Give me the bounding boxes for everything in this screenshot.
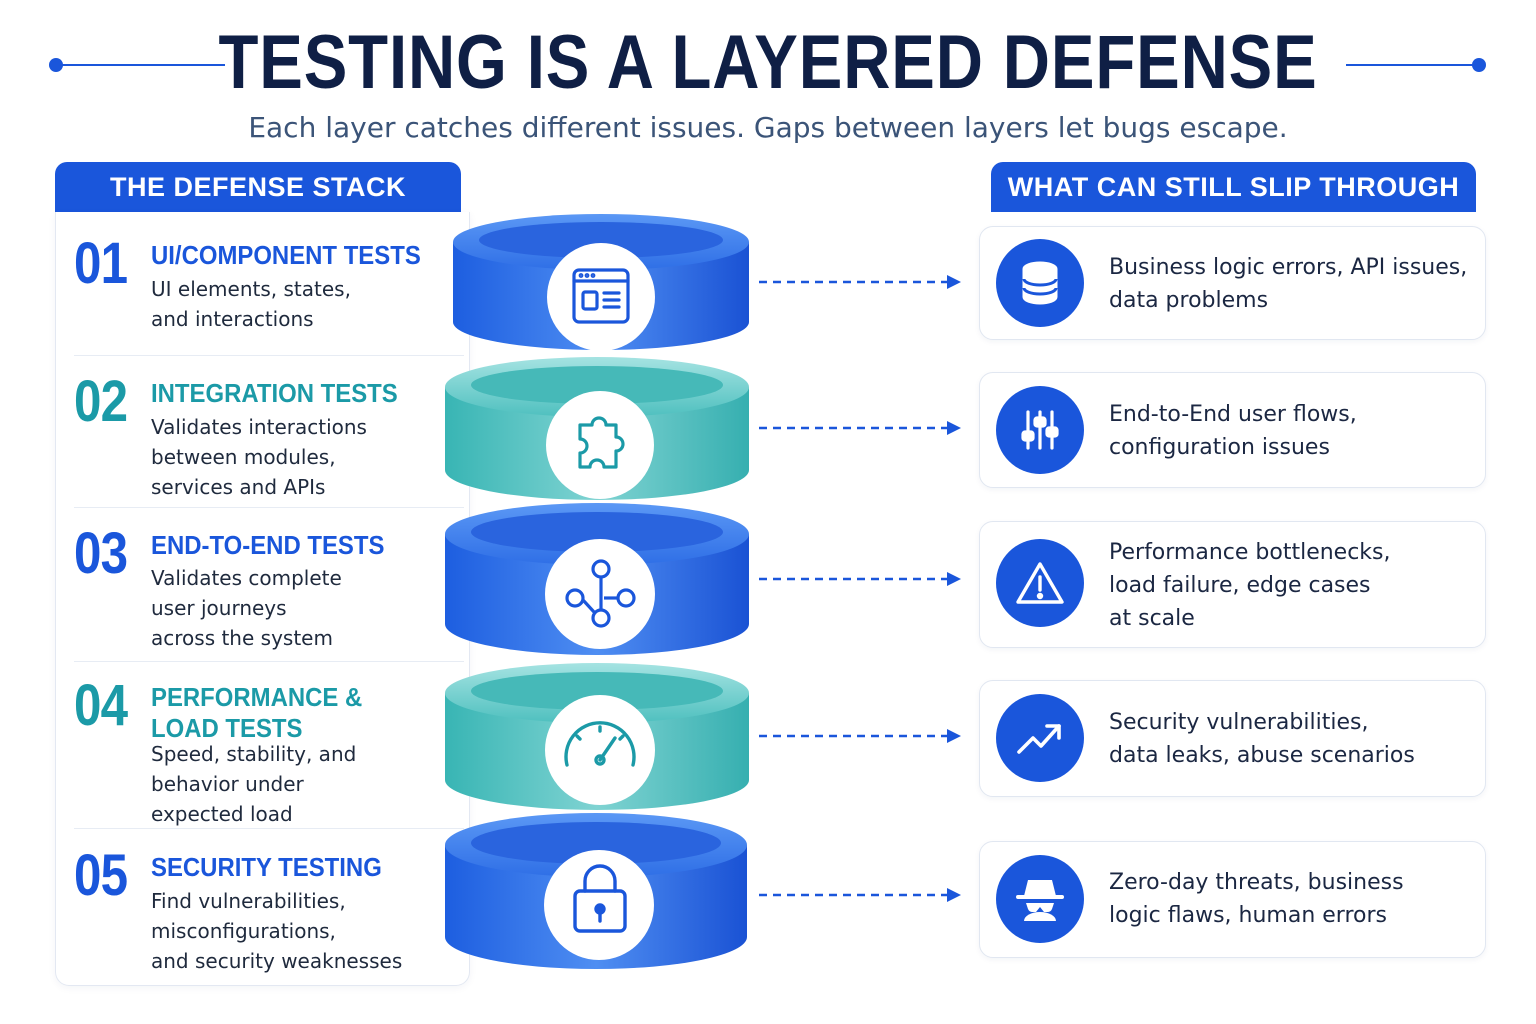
database-icon: [996, 239, 1084, 327]
layer-title: INTEGRATION TESTS: [151, 378, 398, 408]
trending-up-icon: [996, 694, 1084, 782]
cylinder-layer-02: [445, 357, 749, 500]
slip-card-04: Security vulnerabilities, data leaks, ab…: [979, 680, 1486, 797]
incognito-spy-icon: [996, 855, 1084, 943]
title-rule-right: [1346, 58, 1486, 72]
puzzle-piece-icon: [578, 416, 625, 469]
layer-title: PERFORMANCE & LOAD TESTS: [151, 682, 363, 743]
layer-title: UI/COMPONENT TESTS: [151, 240, 421, 270]
layer-description: Speed, stability, and behavior under exp…: [151, 742, 357, 826]
slip-card-05: Zero-day threats, business logic flaws, …: [979, 841, 1486, 958]
layer-number: 05: [74, 843, 128, 908]
warning-triangle-icon: [996, 539, 1084, 627]
cylinder-layer-04: [445, 663, 749, 810]
slip-card-text: Performance bottlenecks, load failure, e…: [1109, 540, 1391, 631]
layer-number: 03: [74, 521, 128, 586]
slip-card-03: Performance bottlenecks, load failure, e…: [979, 521, 1486, 648]
padlock-icon: [573, 864, 627, 933]
slip-card-02: End-to-End user flows, configuration iss…: [979, 372, 1486, 488]
layer-title: END-TO-END TESTS: [151, 530, 385, 560]
dashed-arrow-04: [759, 729, 961, 743]
layer-row-01: 01 UI/COMPONENT TESTS UI elements, state…: [74, 234, 464, 356]
slip-card-text: Security vulnerabilities, data leaks, ab…: [1109, 710, 1415, 768]
slip-through-header: WHAT CAN STILL SLIP THROUGH: [991, 162, 1476, 212]
speedometer-icon: [564, 721, 636, 767]
layer-row-05: 05 SECURITY TESTING Find vulnerabilities…: [74, 846, 464, 976]
slip-card-text: Zero-day threats, business logic flaws, …: [1109, 870, 1404, 928]
layer-description: Find vulnerabilities, misconfigurations,…: [151, 889, 403, 973]
defense-stack-header: THE DEFENSE STACK: [55, 162, 461, 212]
sliders-icon: [996, 386, 1084, 474]
dashed-arrow-05: [759, 888, 961, 902]
title-rule-left: [49, 58, 225, 72]
layer-number: 04: [74, 673, 128, 738]
layer-number: 01: [74, 231, 128, 296]
layer-row-03: 03 END-TO-END TESTS Validates complete u…: [74, 524, 464, 662]
slip-through-heading: WHAT CAN STILL SLIP THROUGH: [1007, 171, 1460, 202]
layer-title: SECURITY TESTING: [151, 852, 382, 882]
slip-card-text: Business logic errors, API issues, data …: [1109, 255, 1468, 313]
layer-description: Validates complete user journeys across …: [151, 566, 342, 650]
dashed-arrow-02: [759, 421, 961, 435]
dashed-arrow-01: [759, 275, 961, 289]
browser-window-icon: [572, 268, 630, 324]
layer-row-02: 02 INTEGRATION TESTS Validates interacti…: [74, 372, 464, 508]
cylinder-layer-05: [445, 813, 747, 969]
slip-card-text: End-to-End user flows, configuration iss…: [1109, 402, 1357, 460]
page-subtitle: Each layer catches different issues. Gap…: [248, 111, 1288, 144]
cylinder-layer-01: [453, 214, 749, 351]
dashed-arrow-03: [759, 572, 961, 586]
page-title: TESTING IS A LAYERED DEFENSE: [218, 20, 1318, 105]
layer-row-04: 04 PERFORMANCE & LOAD TESTS Speed, stabi…: [74, 676, 464, 829]
layer-description: UI elements, states, and interactions: [151, 277, 351, 331]
flow-nodes-icon: [565, 559, 636, 628]
defense-stack-heading: THE DEFENSE STACK: [109, 171, 407, 202]
layer-number: 02: [74, 369, 128, 434]
slip-card-01: Business logic errors, API issues, data …: [979, 226, 1486, 340]
cylinder-layer-03: [445, 503, 749, 655]
layer-description: Validates interactions between modules, …: [151, 415, 367, 499]
